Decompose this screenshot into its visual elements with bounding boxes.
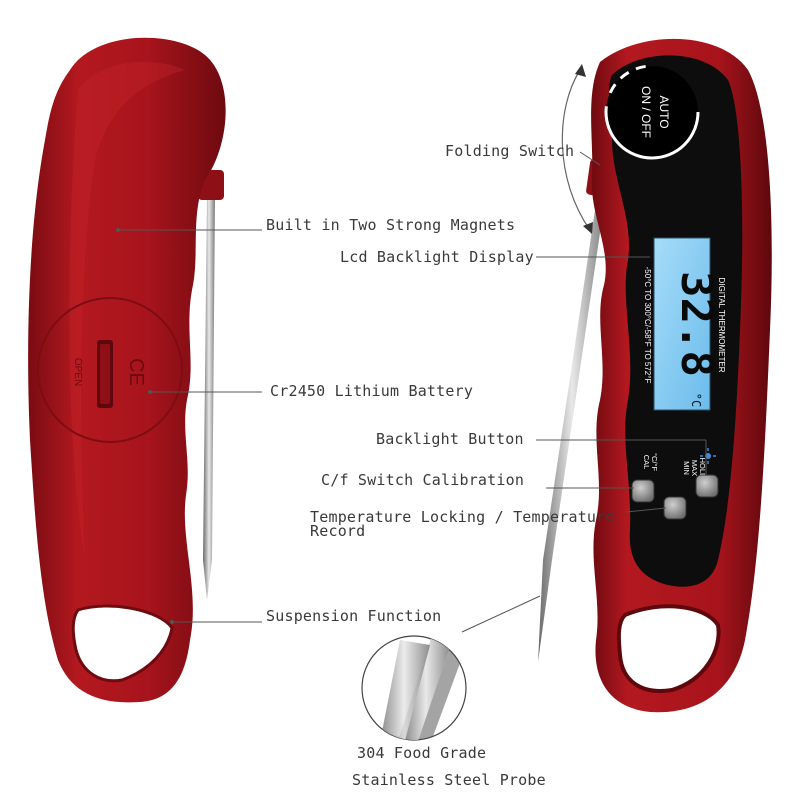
backlight-button[interactable] xyxy=(695,474,719,498)
leader-battery-dot xyxy=(148,390,152,394)
lcd-unit: °C xyxy=(689,393,703,407)
label-probe-line2: Stainless Steel Probe xyxy=(352,771,546,789)
lcd-display xyxy=(653,237,711,411)
probe-zoom-inset xyxy=(361,635,467,741)
label-lcd: Lcd Backlight Display xyxy=(340,248,534,266)
temperature-range-label: -50°C TO 300°C/-58°F TO 572°F xyxy=(643,267,652,384)
label-backlight-button: Backlight Button xyxy=(376,430,524,448)
leader-probe xyxy=(461,595,541,633)
ce-mark: CE xyxy=(125,358,147,386)
lcd-reading: 32.8 xyxy=(671,271,722,377)
label-folding-switch: Folding Switch xyxy=(445,142,575,160)
left-body-highlight xyxy=(69,61,185,560)
label-probe-line1: 304 Food Grade xyxy=(357,744,487,762)
leader-hold xyxy=(625,507,667,513)
left-probe xyxy=(203,195,215,600)
power-button-auto-label: AUTO xyxy=(657,95,671,128)
btn-cal-label: CAL xyxy=(642,455,651,470)
left-hang-hole xyxy=(73,606,172,681)
label-cf-switch: C/f Switch Calibration xyxy=(321,471,525,489)
btn-max-label: MAX xyxy=(690,460,699,476)
battery-cover-slot-inner xyxy=(100,344,110,404)
leader-magnets-dot xyxy=(116,228,120,232)
thermometer-front-view: AUTO ON / OFF 32.8 °C DIGITAL THERMOMETE… xyxy=(538,38,772,713)
cf-switch-button[interactable] xyxy=(631,479,655,503)
leader-folding xyxy=(579,151,601,166)
right-hang-hole-rim xyxy=(616,604,721,693)
left-hang-hole-rim xyxy=(71,604,174,683)
right-probe xyxy=(538,190,606,662)
power-button[interactable] xyxy=(604,64,700,160)
btn-hold-label: HOLD xyxy=(698,458,707,479)
left-body xyxy=(28,37,226,703)
btn-min-label: MIN xyxy=(682,461,691,475)
label-magnets: Built in Two Strong Magnets xyxy=(266,216,516,234)
label-battery: Cr2450 Lithium Battery xyxy=(270,382,474,400)
leader-suspension-dot xyxy=(170,620,174,624)
product-name-label: DIGITAL THERMOMETER xyxy=(717,278,726,373)
folding-arrow-icon xyxy=(561,64,593,234)
label-temp-lock: Temperature Locking / Temperature Record xyxy=(310,508,615,540)
right-hang-hole xyxy=(618,606,719,691)
power-button-onoff-label: ON / OFF xyxy=(639,86,653,138)
btn-cf-label: °C/°F xyxy=(650,453,659,471)
hold-button[interactable] xyxy=(663,496,687,520)
battery-cover xyxy=(37,297,183,443)
battery-cover-open-label: OPEN xyxy=(72,358,83,386)
thermometer-back-view: OPEN CE xyxy=(28,37,226,703)
label-suspension: Suspension Function xyxy=(266,607,442,625)
